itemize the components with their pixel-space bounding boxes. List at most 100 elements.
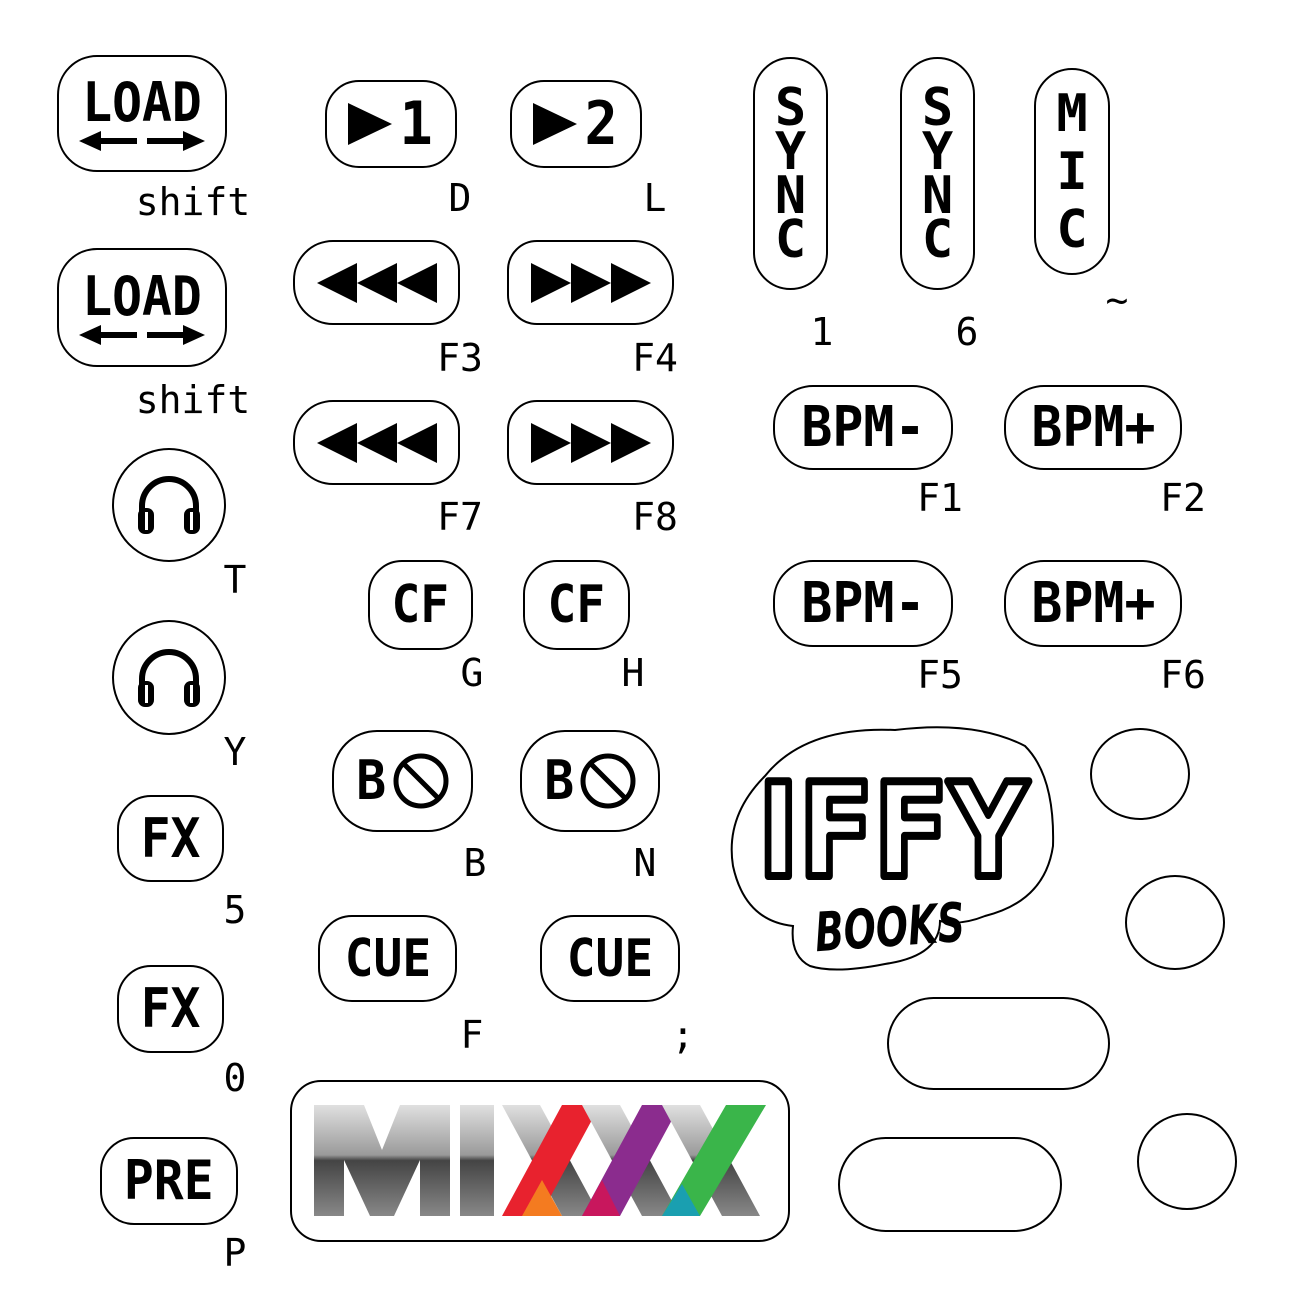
key-label: H bbox=[621, 651, 645, 695]
prohibited-icon bbox=[393, 753, 449, 809]
bpm-minus-sticker-1: BPM- bbox=[773, 385, 953, 470]
mic-letter: M bbox=[1056, 83, 1088, 144]
sync-letter: C bbox=[774, 209, 807, 270]
load-sticker-1: LOAD bbox=[57, 55, 227, 172]
sync-sticker-1: S Y N C bbox=[753, 57, 828, 290]
mic-letter: I bbox=[1056, 141, 1088, 202]
bypass-sticker-2: B bbox=[520, 730, 660, 832]
blank-pill-sticker bbox=[838, 1137, 1062, 1232]
cue-label: CUE bbox=[344, 928, 431, 989]
key-label: N bbox=[633, 841, 657, 885]
deck-number: 2 bbox=[584, 89, 618, 159]
rewind-icon bbox=[316, 262, 437, 303]
left-right-arrows-icon bbox=[79, 324, 205, 345]
key-label: Y bbox=[223, 730, 247, 774]
crossfader-sticker-2: CF bbox=[523, 560, 630, 650]
key-label: F4 bbox=[632, 336, 678, 380]
headphones-icon bbox=[138, 476, 200, 534]
bypass-label: B bbox=[544, 749, 574, 812]
load-label: LOAD bbox=[82, 70, 202, 134]
sync-sticker-2: S Y N C bbox=[900, 57, 975, 290]
rewind-sticker-2 bbox=[293, 400, 460, 485]
sync-letter: C bbox=[921, 209, 954, 270]
rewind-sticker-1 bbox=[293, 240, 460, 325]
play-icon bbox=[532, 103, 577, 145]
bpm-plus-sticker-1: BPM+ bbox=[1004, 385, 1182, 470]
books-wordmark: BOOKS bbox=[813, 891, 967, 964]
key-label: P bbox=[223, 1231, 247, 1275]
rewind-icon bbox=[316, 422, 437, 463]
sync-letter: Y bbox=[921, 121, 954, 182]
blank-pill-sticker bbox=[887, 997, 1110, 1090]
blank-circle-sticker bbox=[1137, 1113, 1237, 1210]
key-label: T bbox=[223, 558, 247, 602]
cf-label: CF bbox=[547, 575, 606, 635]
headphones-icon bbox=[138, 648, 200, 707]
key-label: 1 bbox=[810, 310, 834, 354]
mic-letter: C bbox=[1056, 199, 1088, 260]
fx-label: FX bbox=[140, 806, 201, 870]
fast-forward-icon bbox=[530, 422, 651, 463]
key-label: ~ bbox=[1105, 278, 1129, 322]
cue-label: CUE bbox=[566, 928, 654, 989]
bpm-label: BPM+ bbox=[1030, 394, 1156, 460]
fast-forward-icon bbox=[530, 262, 651, 303]
deck-number: 1 bbox=[399, 89, 433, 159]
bpm-minus-sticker-2: BPM- bbox=[773, 560, 953, 647]
key-label: shift bbox=[135, 378, 251, 422]
key-label: F1 bbox=[917, 476, 963, 520]
cf-label: CF bbox=[391, 575, 450, 635]
crossfader-sticker-1: CF bbox=[368, 560, 473, 650]
key-label: F6 bbox=[1160, 653, 1206, 697]
sync-letter: S bbox=[921, 77, 954, 138]
headphones-sticker-2 bbox=[112, 620, 226, 735]
key-label: F7 bbox=[437, 495, 483, 539]
sync-letter: N bbox=[774, 165, 807, 226]
mic-sticker: M I C bbox=[1034, 68, 1110, 275]
key-label: L bbox=[643, 176, 667, 220]
key-label: F3 bbox=[437, 336, 483, 380]
load-sticker-2: LOAD bbox=[57, 248, 227, 367]
bypass-label: B bbox=[356, 749, 387, 812]
fast-forward-sticker-1 bbox=[507, 240, 674, 325]
left-right-arrows-icon bbox=[79, 130, 205, 151]
iffy-books-logo: IFFY BOOKS bbox=[725, 716, 1061, 980]
key-label: 0 bbox=[223, 1056, 247, 1100]
prohibited-icon bbox=[580, 753, 636, 809]
key-label: B bbox=[463, 841, 487, 885]
fx-label: FX bbox=[140, 977, 201, 1040]
key-label: F bbox=[460, 1013, 484, 1057]
load-label: LOAD bbox=[82, 264, 202, 328]
blank-circle-sticker bbox=[1125, 875, 1225, 970]
key-label: F5 bbox=[917, 653, 963, 697]
key-label: ; bbox=[671, 1013, 695, 1057]
sync-letter: N bbox=[921, 165, 954, 226]
key-label: D bbox=[448, 176, 472, 220]
key-label: F2 bbox=[1160, 476, 1206, 520]
bypass-sticker-1: B bbox=[332, 730, 473, 832]
bpm-plus-sticker-2: BPM+ bbox=[1004, 560, 1182, 647]
key-label: shift bbox=[135, 180, 251, 224]
bpm-label: BPM- bbox=[800, 394, 926, 460]
pre-label: PRE bbox=[124, 1149, 214, 1212]
bpm-label: BPM+ bbox=[1030, 570, 1156, 636]
fx-sticker-1: FX bbox=[117, 795, 224, 882]
key-label: 5 bbox=[223, 888, 247, 932]
key-label: G bbox=[460, 651, 484, 695]
cue-sticker-2: CUE bbox=[540, 915, 680, 1002]
cue-sticker-1: CUE bbox=[318, 915, 457, 1002]
fx-sticker-2: FX bbox=[117, 965, 224, 1053]
key-label: 6 bbox=[955, 310, 979, 354]
sync-letter: S bbox=[774, 77, 807, 138]
pre-sticker: PRE bbox=[100, 1137, 238, 1225]
iffy-wordmark: IFFY bbox=[758, 755, 1030, 907]
fast-forward-sticker-2 bbox=[507, 400, 674, 485]
headphones-sticker-1 bbox=[112, 448, 226, 562]
play-icon bbox=[347, 103, 392, 145]
bpm-label: BPM- bbox=[800, 570, 926, 636]
play-deck-1-sticker: 1 bbox=[325, 80, 457, 168]
blank-circle-sticker bbox=[1090, 728, 1190, 820]
sync-letter: Y bbox=[774, 121, 807, 182]
mixxx-logo bbox=[290, 1080, 790, 1242]
key-label: F8 bbox=[632, 495, 678, 539]
